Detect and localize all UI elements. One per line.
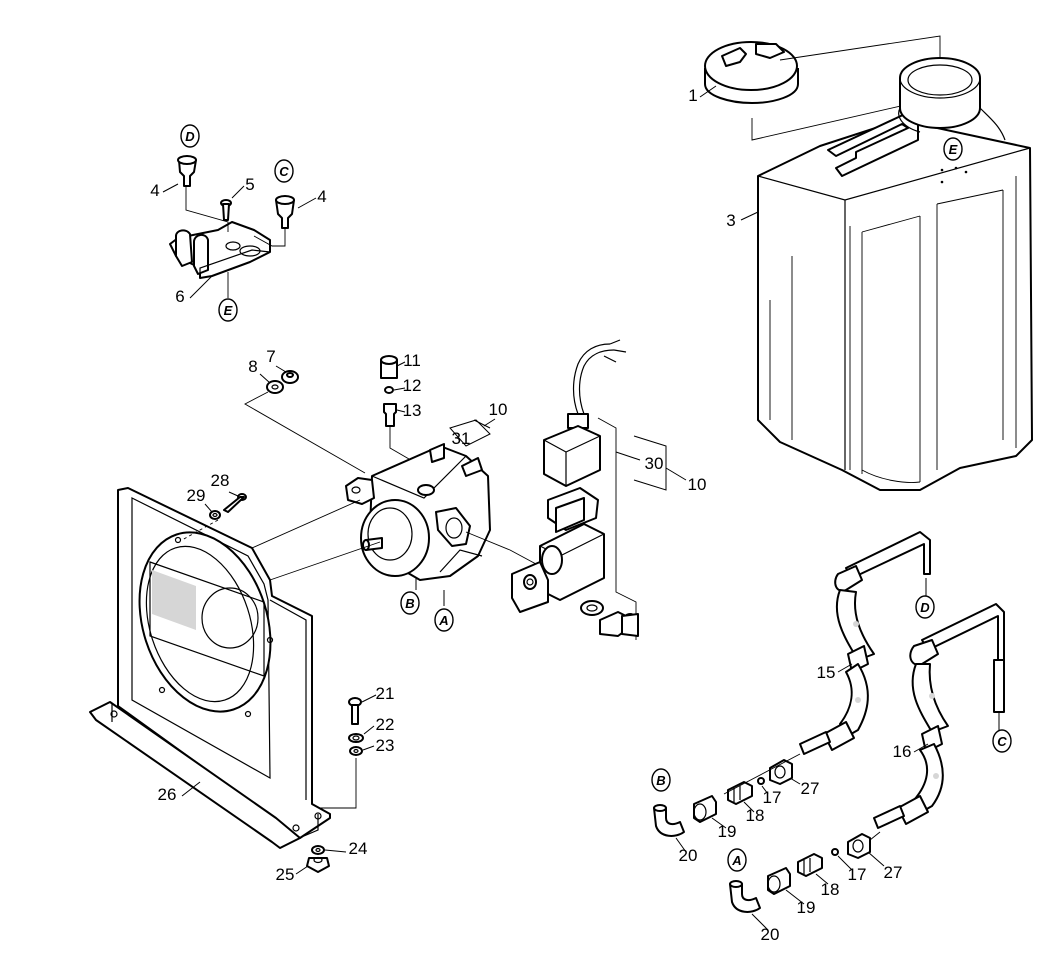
callout-number: 18 xyxy=(821,880,840,899)
ref-marker: A xyxy=(727,848,747,872)
callout-number: 24 xyxy=(349,839,368,858)
ref-marker: A xyxy=(434,608,454,632)
ref-marker: E xyxy=(218,298,238,322)
ref-marker-letter: B xyxy=(405,596,414,611)
ref-marker-letter: E xyxy=(949,142,958,157)
callout-number: 11 xyxy=(403,351,421,370)
ref-marker: B xyxy=(400,591,420,615)
callout-number: 5 xyxy=(245,175,254,194)
callout-number: 18 xyxy=(746,806,765,825)
ref-marker-letter: D xyxy=(185,129,195,144)
ref-marker-circle xyxy=(651,768,671,792)
parts-4-5-6-bracket xyxy=(162,155,317,299)
callout-number: 3 xyxy=(726,211,735,230)
callout-number: 28 xyxy=(211,471,230,490)
callout-number: 19 xyxy=(797,898,816,917)
ref-marker-circle xyxy=(943,137,963,161)
callout-number: 21 xyxy=(376,684,395,703)
parts-7-8-nut-washer xyxy=(244,365,366,474)
part-15-hose xyxy=(799,531,931,755)
ref-marker-circle xyxy=(915,595,935,619)
callout-number: 25 xyxy=(276,865,295,884)
callout-number: 23 xyxy=(376,736,395,755)
ref-marker-circle xyxy=(400,591,420,615)
callout-number: 15 xyxy=(817,663,836,682)
ref-marker-letter: A xyxy=(731,853,741,868)
ref-marker-circle xyxy=(180,124,200,148)
ref-marker-circle xyxy=(434,608,454,632)
ref-marker-letter: C xyxy=(997,734,1007,749)
ref-marker-circle xyxy=(274,159,294,183)
part-16-hose xyxy=(873,603,1005,829)
callout-number: 22 xyxy=(376,715,395,734)
ref-marker-letter: C xyxy=(279,164,289,179)
ref-marker-letter: B xyxy=(656,773,665,788)
callout-number: 4 xyxy=(150,181,159,200)
callout-number: 16 xyxy=(893,742,912,761)
callout-number: 20 xyxy=(761,925,780,944)
callout-number: 12 xyxy=(403,376,422,395)
callout-number: 19 xyxy=(718,822,737,841)
callout-number: 4 xyxy=(317,187,326,206)
ref-marker-letter: A xyxy=(438,613,448,628)
fittings-top-set xyxy=(653,753,801,853)
solenoid-valve xyxy=(511,339,639,637)
callout-number: 10 xyxy=(489,400,508,419)
parts-11-12-13-fittings xyxy=(380,355,429,471)
parts-28-29-screw-washer xyxy=(181,491,247,541)
part-1-tank-cap xyxy=(699,35,941,141)
part-3-tank xyxy=(740,57,1033,491)
callout-number: 31 xyxy=(452,429,471,448)
ref-marker-circle xyxy=(992,729,1012,753)
callout-number: 30 xyxy=(645,454,664,473)
ref-marker-letter: D xyxy=(920,600,930,615)
callout-number: 10 xyxy=(688,475,707,494)
pump-assembly xyxy=(345,443,537,606)
ref-marker-circle xyxy=(727,848,747,872)
parts-21-25-bolt-washers-nut xyxy=(295,694,377,875)
callout-number: 7 xyxy=(266,347,275,366)
ref-marker: C xyxy=(992,729,1012,753)
ref-marker: C xyxy=(274,159,294,183)
callout-number: 8 xyxy=(248,357,257,376)
ref-marker: D xyxy=(180,124,200,148)
callout-number: 17 xyxy=(763,788,782,807)
callout-number: 1 xyxy=(688,86,697,105)
callout-number: 27 xyxy=(884,863,903,882)
callout-number: 6 xyxy=(175,287,184,306)
ref-marker: E xyxy=(943,137,963,161)
callout-number: 13 xyxy=(403,401,422,420)
reference-letters: D C E E B A D C B A xyxy=(180,124,1012,872)
ref-marker-circle xyxy=(218,298,238,322)
fittings-bottom-set xyxy=(729,831,885,931)
callout-number: 20 xyxy=(679,846,698,865)
ref-marker: D xyxy=(915,595,935,619)
ref-marker-letter: E xyxy=(224,303,233,318)
callout-number: 27 xyxy=(801,779,820,798)
callout-number: 17 xyxy=(848,865,867,884)
callout-number: 26 xyxy=(158,785,177,804)
callout-number: 29 xyxy=(187,486,206,505)
part-26-mounting-plate xyxy=(89,487,381,849)
ref-marker: B xyxy=(651,768,671,792)
